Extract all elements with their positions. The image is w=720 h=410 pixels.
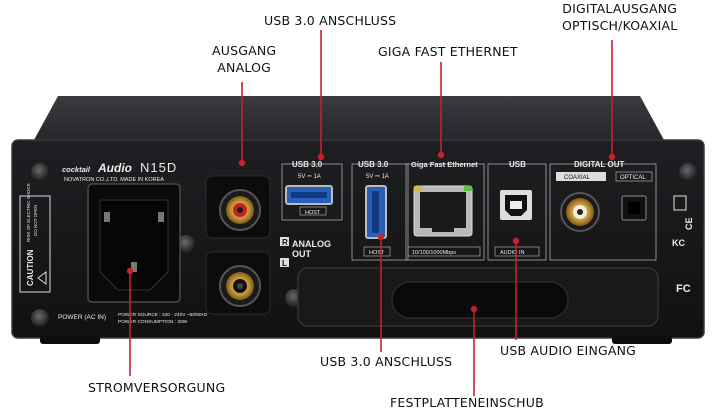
screw-icon — [177, 235, 195, 253]
channel-l: L — [282, 259, 287, 268]
power-source-label: POWER SOURCE : 220 - 240V ~50/60Hz — [118, 312, 208, 318]
digital-out-label: DIGITAL OUT — [574, 160, 624, 169]
callout-power: STROMVERSORGUNG — [88, 380, 226, 395]
ethernet-label: Giga Fast Ethernet — [411, 160, 478, 169]
callout-hdd: FESTPLATTENEINSCHUB — [390, 395, 544, 410]
cert-kc: KC — [672, 238, 685, 248]
cert-ce: CE — [684, 217, 694, 230]
usb30-b-label: USB 3.0 — [358, 160, 389, 169]
coaxial-label: COAXIAL — [564, 175, 591, 181]
usb30-b-tag: HOST — [369, 250, 385, 256]
screw-icon — [31, 163, 49, 181]
callout-usb-top: USB 3.0 ANSCHLUSS — [264, 13, 397, 28]
usb30-a-tag: HOST — [305, 210, 321, 216]
brand-audio: Audio — [97, 161, 132, 175]
callout-usb-bottom: USB 3.0 ANSCHLUSS — [320, 354, 453, 369]
maker-line: NOVATRON CO.,LTD. MADE IN KOREA — [64, 177, 164, 183]
usb30-a-rating: 5V ⎓ 1A — [298, 174, 321, 180]
usb30-b-rating: 5V ⎓ 1A — [366, 174, 389, 180]
usb30-a-label: USB 3.0 — [292, 160, 323, 169]
callout-digital-out: DIGITALAUSGANG OPTISCH/KOAXIAL — [562, 0, 677, 34]
callout-giga-ethernet: GIGA FAST ETHERNET — [378, 44, 518, 59]
caution-text: CAUTION — [26, 249, 35, 286]
usb-tag: AUDIO IN — [500, 250, 524, 256]
ethernet-speed: 10/100/1000Mbps — [412, 250, 456, 256]
weee-icon — [673, 195, 687, 211]
risk-line-2: DO NOT OPEN — [33, 205, 38, 236]
caution-label: CAUTION RISK OF ELECTRIC SHOCK DO NOT OP… — [19, 183, 51, 293]
callout-usb-audio: USB AUDIO EINGANG — [500, 343, 637, 358]
power-inlet — [99, 199, 169, 291]
callout-analog-out-line-2: ANALOG — [217, 60, 271, 75]
model-name: N15D — [140, 160, 177, 175]
screw-icon — [679, 163, 697, 181]
usb-label: USB — [509, 160, 526, 169]
brand-small: cocktail — [62, 165, 91, 174]
channel-r: R — [282, 238, 288, 247]
analog-out-label-2: OUT — [292, 249, 312, 259]
analog-out-label-1: ANALOG — [292, 239, 331, 249]
risk-line-1: RISK OF ELECTRIC SHOCK — [26, 183, 31, 242]
callout-digital-out-line-1: DIGITALAUSGANG — [562, 1, 678, 16]
optical-label: OPTICAL — [620, 175, 646, 181]
hdd-bay-handle — [391, 281, 569, 319]
screw-icon — [31, 309, 49, 327]
chassis-top — [34, 96, 664, 140]
callout-analog-out: AUSGANG ANALOG — [212, 42, 276, 76]
callout-digital-out-line-2: OPTISCH/KOAXIAL — [562, 18, 678, 33]
callout-analog-out-line-1: AUSGANG — [212, 43, 277, 58]
cert-fc: FC — [676, 283, 691, 295]
power-consumption-label: POWER CONSUMPTION : 30W — [118, 319, 188, 325]
power-ac-label: POWER (AC IN) — [58, 314, 106, 321]
